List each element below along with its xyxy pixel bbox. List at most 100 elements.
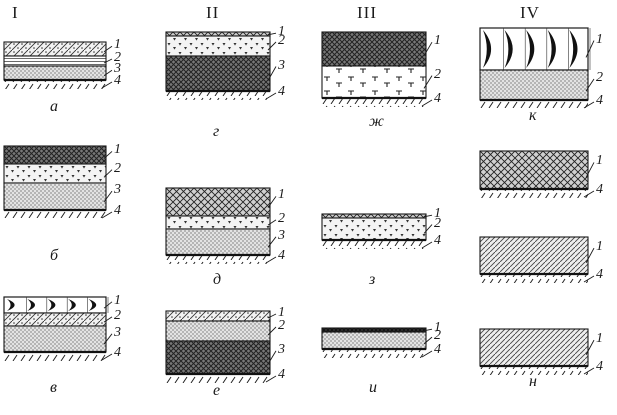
layer-number: 1 — [114, 37, 121, 53]
layer-band — [165, 310, 271, 322]
ground-hatch — [4, 211, 106, 219]
layer-number: 2 — [434, 215, 441, 231]
layer-band — [321, 217, 427, 241]
layer-band — [3, 41, 107, 57]
layer-number: 4 — [596, 267, 603, 282]
leader-line — [583, 101, 595, 109]
leader-line — [101, 81, 113, 89]
section-svg — [165, 31, 277, 100]
layer-number: 4 — [278, 248, 285, 263]
leader-line — [267, 41, 277, 51]
leader-line — [423, 75, 433, 89]
section-svg — [321, 213, 433, 249]
leader-line — [103, 69, 113, 77]
half-moon-mark — [483, 30, 492, 68]
leader-line — [583, 367, 595, 375]
ground-hatch — [322, 241, 426, 249]
layer-number: 1 — [278, 187, 285, 203]
half-moon-mark — [547, 30, 556, 68]
ground-hatch — [480, 190, 588, 198]
layer-number: 2 — [114, 50, 121, 65]
layer-band — [479, 236, 589, 275]
layer-band — [165, 187, 271, 217]
layer-band — [165, 31, 271, 37]
layer-number: 1 — [596, 331, 603, 347]
ground-hatch — [322, 99, 426, 107]
layer-number: 1 — [434, 206, 441, 222]
layer-band — [3, 65, 107, 81]
leader-line — [267, 313, 277, 319]
ground-hatch — [166, 375, 270, 383]
half-moon-mark — [526, 30, 535, 68]
leader-line — [421, 241, 433, 249]
layer-band — [3, 145, 107, 165]
leader-line — [423, 214, 433, 218]
layer-band — [3, 55, 107, 67]
section-svg — [321, 327, 433, 358]
layer-number: 4 — [114, 73, 121, 88]
column-heading: IV — [520, 3, 540, 22]
leader-line — [103, 316, 113, 323]
half-moon-mark — [88, 299, 97, 311]
layer-band — [165, 215, 271, 230]
leader-line — [101, 211, 113, 219]
leader-line — [265, 375, 277, 383]
panel-caption: н — [529, 373, 537, 390]
layer-band — [165, 35, 271, 57]
ground-hatch — [166, 92, 270, 100]
layer-number: 1 — [278, 305, 285, 320]
layer-number: 3 — [278, 227, 285, 243]
ground-hatch — [166, 256, 270, 264]
layer-number: 2 — [114, 307, 121, 323]
panel-caption: а — [50, 98, 58, 115]
layer-band — [479, 69, 589, 101]
column-heading: II — [206, 3, 220, 22]
panel-caption: б — [50, 247, 59, 264]
layer-band — [479, 328, 589, 367]
leader-line — [267, 219, 277, 226]
section-svg — [479, 27, 595, 109]
layer-number: 4 — [114, 203, 121, 218]
panel-caption: ж — [369, 113, 384, 130]
leader-line — [267, 32, 277, 36]
section-svg — [3, 41, 113, 89]
layer-number: 2 — [434, 328, 441, 344]
layer-number: 4 — [596, 182, 603, 197]
column-heading: I — [12, 3, 19, 22]
column-heading: III — [357, 3, 377, 22]
ground-hatch — [4, 353, 106, 361]
leader-line — [267, 196, 277, 208]
layer-number: 2 — [434, 66, 441, 82]
section-svg — [3, 296, 113, 361]
section-svg — [479, 328, 595, 375]
section-svg — [165, 187, 277, 264]
layer-number: 2 — [278, 33, 285, 48]
leader-line — [103, 58, 113, 64]
layer-band — [321, 331, 427, 350]
half-moon-mark — [27, 299, 36, 311]
leader-line — [585, 78, 595, 92]
layer-band — [3, 325, 107, 353]
layer-number: 4 — [114, 345, 121, 360]
layer-number: 1 — [278, 24, 285, 40]
layer-band — [165, 320, 271, 342]
ground-hatch — [322, 350, 426, 358]
leader-line — [267, 326, 277, 336]
panel-caption: д — [213, 271, 222, 288]
section-svg — [479, 150, 595, 198]
layer-number: 2 — [278, 210, 285, 226]
layer-number: 3 — [114, 324, 121, 340]
leader-line — [423, 41, 433, 57]
leader-line — [265, 92, 277, 100]
layer-number: 2 — [278, 318, 285, 333]
leader-line — [265, 256, 277, 264]
leader-line — [583, 275, 595, 283]
layer-number: 1 — [596, 153, 603, 169]
layer-number: 2 — [596, 70, 603, 85]
leader-line — [585, 162, 595, 178]
panel-caption: и — [369, 379, 377, 396]
leader-line — [267, 350, 277, 365]
leader-line — [583, 190, 595, 198]
layer-band — [321, 31, 427, 67]
leader-line — [585, 339, 595, 356]
